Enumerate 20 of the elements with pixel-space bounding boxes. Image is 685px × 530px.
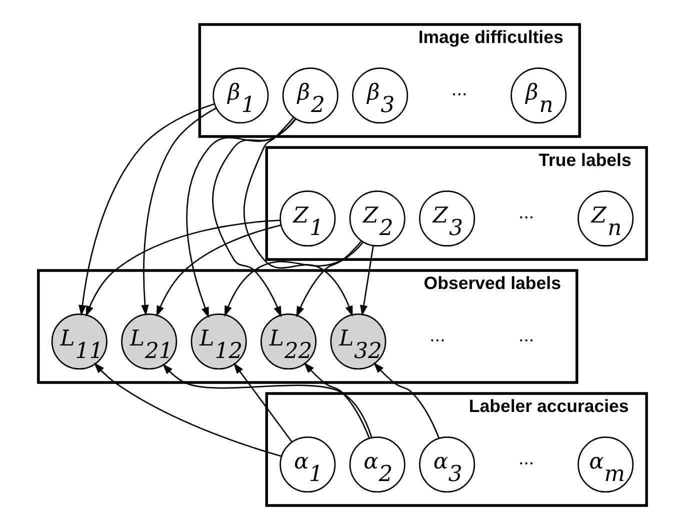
arrow bbox=[212, 118, 296, 318]
arrow bbox=[224, 242, 364, 317]
arrow bbox=[360, 246, 374, 316]
arrow bbox=[243, 117, 353, 317]
arrow bbox=[78, 103, 215, 316]
arrow bbox=[162, 364, 372, 438]
label: ··· bbox=[452, 84, 468, 104]
label: ··· bbox=[518, 330, 534, 350]
arrow bbox=[156, 224, 281, 317]
arrow bbox=[304, 362, 370, 438]
arrow bbox=[86, 220, 280, 317]
arrow bbox=[296, 240, 362, 318]
label: ··· bbox=[518, 208, 534, 227]
label: ··· bbox=[430, 330, 446, 350]
label: ··· bbox=[518, 454, 534, 473]
arrow bbox=[141, 108, 216, 316]
arrow bbox=[186, 118, 296, 318]
arrow bbox=[373, 362, 440, 438]
arrow bbox=[233, 362, 292, 442]
arrow bbox=[94, 362, 282, 457]
